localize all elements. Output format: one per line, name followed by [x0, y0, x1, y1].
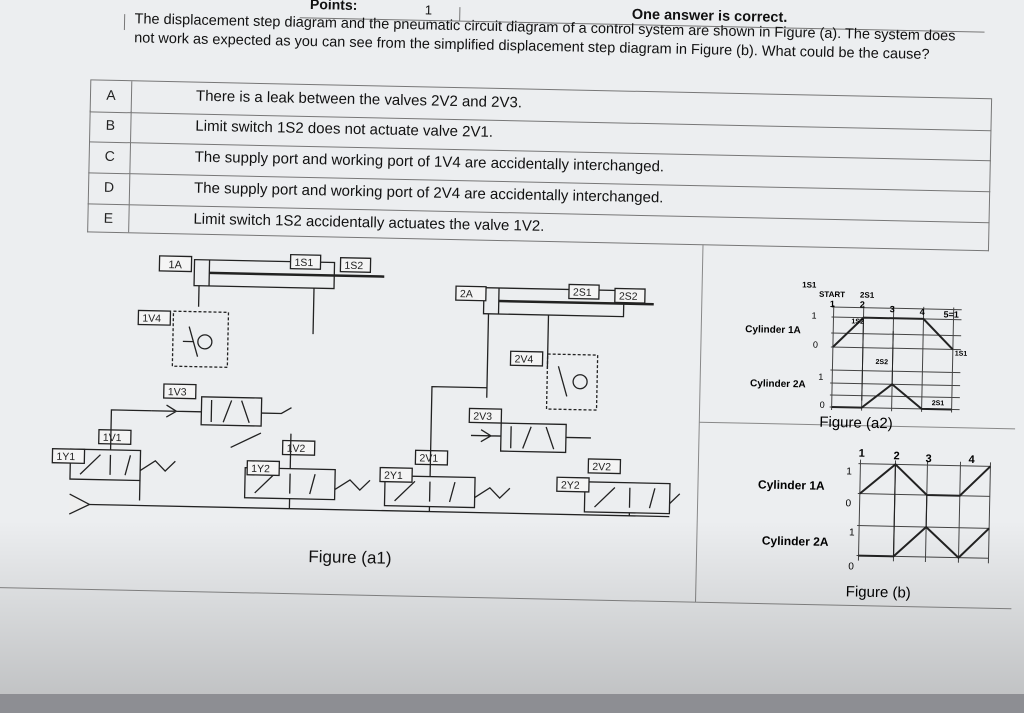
b-level-2a-zero: 0	[848, 561, 854, 572]
worksheet-photo: Points: 1 One answer is correct. The dis…	[0, 0, 1024, 694]
b-row-cylinder-1a: Cylinder 1A	[758, 477, 825, 492]
b-step-3: 3	[925, 453, 931, 465]
b-step-1: 1	[859, 448, 865, 460]
b-step-4: 4	[968, 454, 974, 466]
figure-b-caption: Figure (b)	[846, 583, 911, 601]
b-row-cylinder-2a: Cylinder 2A	[762, 534, 829, 549]
b-level-2a-one: 1	[849, 527, 855, 538]
b-level-1a-one: 1	[846, 466, 852, 477]
b-step-2: 2	[893, 450, 899, 462]
b-level-1a-zero: 0	[845, 498, 851, 509]
